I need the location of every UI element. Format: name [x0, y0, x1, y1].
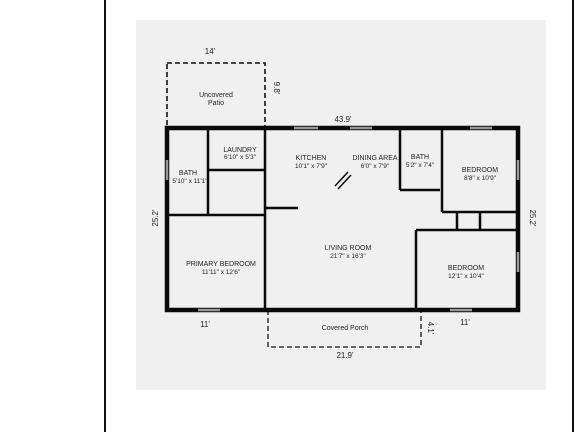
left-depth-dimension: 25.2' — [151, 209, 160, 227]
bedroom-se-size: 12'1" x 10'4" — [448, 273, 484, 280]
patio-label-line1: Uncovered — [199, 92, 233, 99]
porch-outline — [267, 310, 422, 348]
page-border-left — [104, 0, 106, 432]
laundry-name: LAUNDRY — [223, 147, 257, 154]
patio-depth-dimension: 9.8' — [272, 82, 281, 95]
primary-bedroom-name: PRIMARY BEDROOM — [186, 261, 256, 268]
exterior-wall — [164, 125, 521, 313]
window-marks — [165, 126, 520, 312]
porch-depth-dimension: 4.1' — [426, 322, 435, 335]
bedroom-ne-size: 8'8" x 10'9" — [464, 175, 497, 182]
bath-right-size: 5'2" x 7'4" — [406, 162, 435, 169]
overall-width-dimension: 43.9' — [334, 115, 352, 124]
kitchen-name: KITCHEN — [296, 155, 327, 162]
dining-size: 6'0" x 7'9" — [361, 163, 390, 170]
page-border-right — [572, 0, 574, 432]
kitchen-size: 10'1" x 7'9" — [295, 163, 328, 170]
laundry-size: 6'10" x 5'3" — [224, 154, 257, 161]
interior-walls — [167, 128, 518, 310]
patio-width-dimension: 14' — [205, 47, 216, 56]
floorplan-sheet — [136, 20, 546, 390]
right-depth-dimension: 25.2' — [528, 209, 537, 227]
porch-width-dimension: 21.9' — [336, 351, 354, 360]
porch-name: Covered Porch — [322, 325, 369, 332]
bottom-left-dimension: 11' — [200, 320, 210, 329]
dining-name: DINING AREA — [352, 155, 397, 162]
bottom-right-dimension: 11' — [460, 318, 470, 327]
bath-left-size: 5'10" x 11'1" — [172, 178, 208, 185]
bath-left-name: BATH — [179, 170, 197, 177]
bedroom-se-name: BEDROOM — [448, 265, 484, 272]
bedroom-ne-name: BEDROOM — [462, 167, 498, 174]
bath-right-name: BATH — [411, 154, 429, 161]
living-room-name: LIVING ROOM — [325, 245, 372, 252]
primary-bedroom-size: 11'11" x 12'6" — [202, 269, 241, 276]
living-room-size: 21'7" x 16'3" — [330, 253, 366, 260]
patio-label-line2: Patio — [208, 100, 224, 107]
